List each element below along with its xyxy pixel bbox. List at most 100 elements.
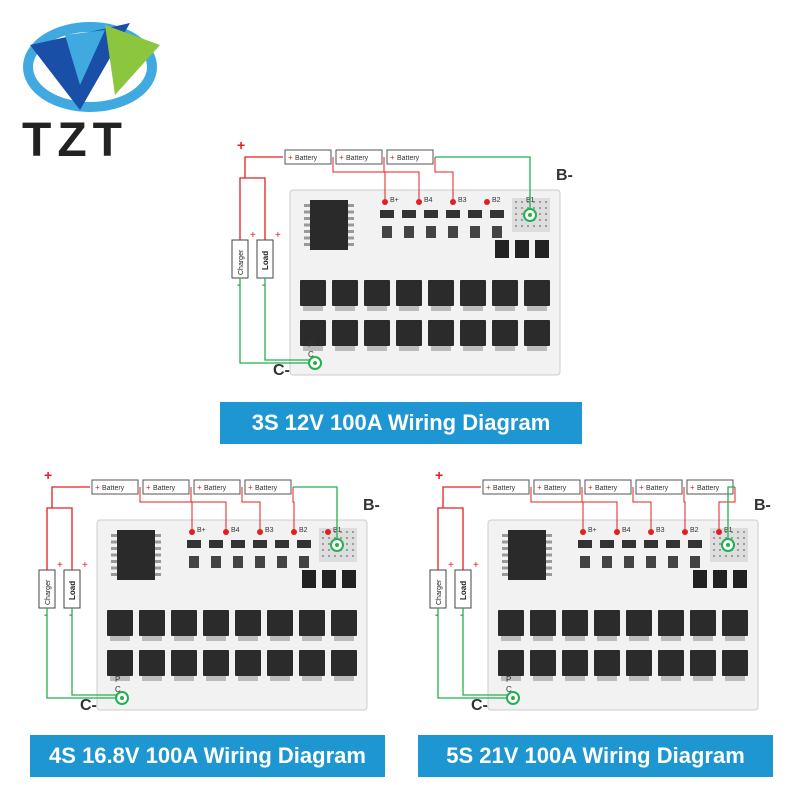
mosfet [396,320,422,346]
c-minus-terminal-center [313,361,317,365]
charger-minus-wire [437,608,513,699]
mosfet [203,610,229,636]
pad-dot [346,555,348,557]
mosfet [331,650,357,676]
chip-pin [111,540,117,544]
smd-component [275,540,289,548]
pad-dot [322,549,324,551]
pad-dot [743,549,745,551]
pad-dot [334,555,336,557]
c-label: C [115,685,121,694]
pad-dot [731,531,733,533]
mosfet [332,320,358,346]
balance-wire [683,487,686,532]
b-minus-terminal-center [528,213,532,217]
chip-pin [304,223,310,227]
chip-pin [304,210,310,214]
mosfet-leg [367,346,387,351]
pad-dot [340,555,342,557]
pad-dot [328,549,330,551]
mosfet [460,320,486,346]
smd-component [666,540,680,548]
battery-label: Battery [102,485,125,492]
chip-pin [502,560,508,563]
mosfet-leg [693,676,713,681]
load-minus-wire [462,608,513,696]
transistor [668,556,678,568]
pack-plus-wire [51,486,90,508]
pad-dot [352,555,354,557]
pad-dot [322,531,324,533]
mosfet [267,610,293,636]
pad-dot [533,225,535,227]
load-label: Load [68,581,77,600]
smd-component [402,210,416,218]
pad-dot [515,225,517,227]
chip-pin [304,236,310,240]
mosfet [300,320,326,346]
load-minus-wire [71,608,122,696]
mosfet-leg [597,676,617,681]
load-minus: - [262,280,265,291]
pad-label-bplus: B+ [390,197,399,204]
pad-dot [545,213,547,215]
smd-component [468,210,482,218]
mosfet [460,280,486,306]
chip-pin [155,560,161,563]
resistor [342,570,356,588]
chip-pin [155,540,161,544]
battery-label: Battery [646,485,669,492]
mosfet [267,650,293,676]
mosfet [332,280,358,306]
chip-pin [155,573,161,576]
mosfet-leg [367,306,387,311]
controller-chip [117,530,155,580]
pad-label-b3: B3 [656,527,665,534]
mosfet [626,650,652,676]
battery-label: Battery [295,155,318,162]
pad-dot [346,537,348,539]
battery-plus: + [288,153,293,162]
battery-label: Battery [595,485,618,492]
mosfet-leg [238,676,258,681]
pad-dot [737,549,739,551]
pad-dot [737,537,739,539]
pad-dot [545,219,547,221]
pad-dot [719,537,721,539]
balance-wire [434,157,454,202]
mosfet [626,610,652,636]
mosfet-leg [302,676,322,681]
pad-label-b2: B2 [299,527,308,534]
battery-cell [584,479,632,495]
smd-component [253,540,267,548]
tzt-logo-mark [23,22,160,112]
pad-dot [521,213,523,215]
mosfet [171,650,197,676]
caption-4s: 4S 16.8V 100A Wiring Diagram [30,735,385,777]
resistor [713,570,727,588]
chip-pin [348,223,354,227]
transistor [580,556,590,568]
smd-component [446,210,460,218]
mosfet [299,650,325,676]
battery-cell [91,479,139,495]
pad-dot [539,225,541,227]
load-plus-wire [443,507,464,570]
mosfet [299,610,325,636]
transistor [448,226,458,238]
battery-label: Battery [697,485,720,492]
mosfet-leg [661,636,681,641]
pad-dot [533,207,535,209]
chip-pin [546,560,552,563]
mosfet-leg [334,676,354,681]
chip-pin [502,547,508,550]
pad-dot [539,207,541,209]
b-minus-wire [727,486,735,545]
mosfet [428,320,454,346]
battery-plus: + [248,483,253,492]
chip-pin [304,243,310,246]
chip-pin [111,560,117,563]
charger-label: Charger [238,249,245,275]
mosfet-leg [629,676,649,681]
pad-dot [539,219,541,221]
